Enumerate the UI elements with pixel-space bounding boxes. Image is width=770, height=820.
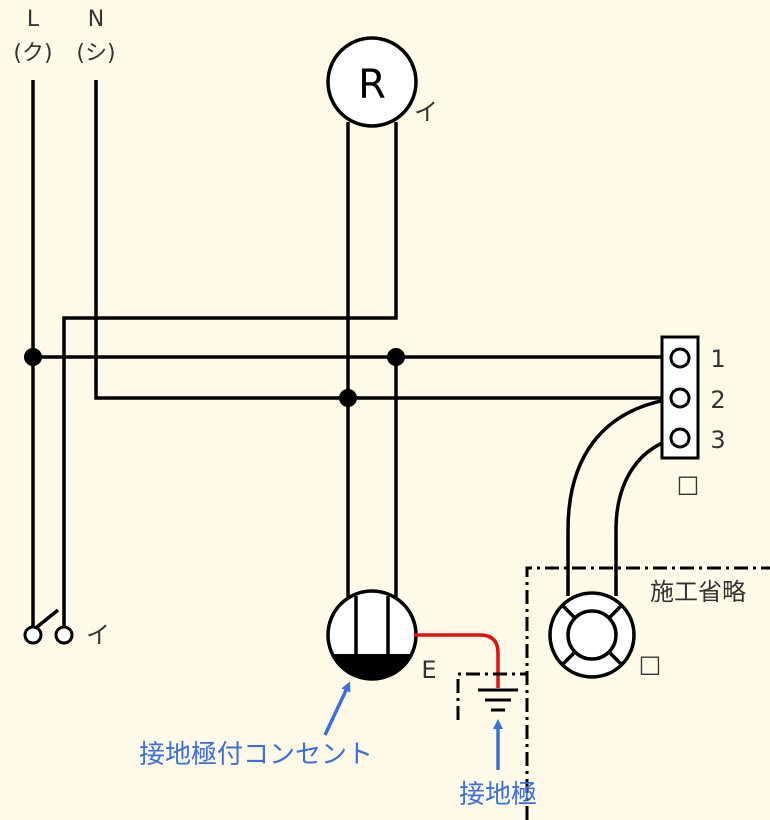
ground-symbol	[478, 688, 518, 712]
earth-terminal-label: E	[421, 656, 436, 684]
junction-dot	[387, 348, 405, 366]
outlet-arrow	[323, 681, 351, 736]
line-n-label: N	[88, 7, 104, 32]
grounded-outlet	[326, 589, 418, 681]
wires	[31, 80, 679, 626]
terminal-3-label: 3	[710, 426, 725, 454]
wire-light-3	[614, 436, 679, 596]
terminal-1-label: 1	[710, 345, 725, 373]
line-l-label: L	[27, 7, 40, 32]
wire-light-2	[566, 396, 679, 596]
wire-switch-return	[62, 122, 398, 626]
switch-mark: イ	[86, 621, 110, 649]
line-n-sublabel: (シ)	[76, 41, 115, 66]
earth-wire	[414, 633, 500, 688]
omitted-area-border	[525, 566, 770, 820]
lamp-symbol: R	[358, 62, 386, 108]
terminal-block-mark: □	[677, 470, 700, 498]
junction-dot	[24, 348, 42, 366]
grounded-outlet-annotation: 接地極付コンセント	[139, 740, 373, 770]
wire-n	[94, 80, 678, 400]
terminal-2-label: 2	[710, 386, 725, 414]
line-l-sublabel: (ク)	[13, 41, 52, 66]
junction-dot	[339, 389, 357, 407]
ground-enclosure	[456, 672, 527, 720]
lamp-mark: イ	[414, 98, 438, 126]
ground-electrode-annotation: 接地極	[459, 780, 537, 810]
light-mark: □	[639, 650, 662, 678]
terminal-block	[660, 335, 700, 460]
switch	[23, 608, 74, 645]
junctions	[24, 348, 405, 407]
omitted-area-label: 施工省略	[650, 578, 746, 606]
lamp-r: R	[326, 36, 418, 128]
ceiling-light	[548, 591, 636, 679]
